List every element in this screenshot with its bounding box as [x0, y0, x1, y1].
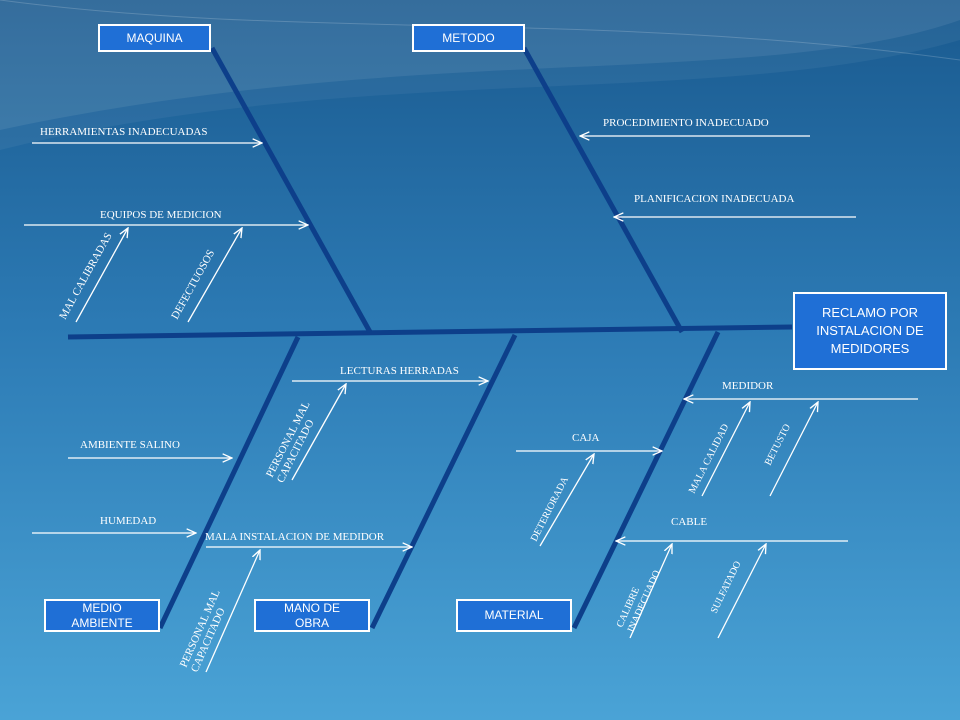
cause-herramientas: HERRAMIENTAS INADECUADAS	[40, 126, 207, 138]
category-material-label: MATERIAL	[484, 608, 544, 622]
bone-maquina	[209, 46, 373, 334]
cause-cable: CABLE	[671, 516, 707, 528]
cause-medidor: MEDIDOR	[722, 380, 774, 392]
bone-medio-ambiente	[157, 335, 301, 630]
cause-personal-1: PERSONAL MAL CAPACITADO	[264, 397, 324, 485]
cause-lecturas: LECTURAS HERRADAS	[340, 365, 459, 377]
arrow-deteriorada	[539, 454, 594, 547]
category-metodo-label: METODO	[442, 30, 495, 45]
effect-label: RECLAMO POR INSTALACION DE MEDIDORES	[816, 305, 924, 356]
arrow-personal-2	[205, 550, 260, 673]
bone-metodo	[521, 46, 685, 334]
spine	[67, 324, 793, 340]
arrow-defectuosos	[187, 228, 242, 323]
cause-deteriorada: DETERIORADA	[529, 474, 571, 543]
arrow-sulfatado	[717, 544, 766, 639]
arrow-betusto	[769, 402, 818, 497]
cause-humedad: HUMEDAD	[100, 515, 156, 527]
arrow-mala-calidad	[701, 402, 750, 497]
effect-box: RECLAMO POR INSTALACION DE MEDIDORES	[793, 292, 947, 370]
cause-procedimiento: PROCEDIMIENTO INADECUADO	[603, 117, 769, 129]
arrow-mal-calibradas	[75, 228, 128, 323]
cause-equipos: EQUIPOS DE MEDICION	[100, 209, 222, 221]
cause-mala-calidad: MALA CALIDAD	[687, 422, 731, 495]
category-metodo: METODO	[412, 24, 525, 52]
arrow-calibre	[629, 544, 672, 639]
cause-ambiente-salino: AMBIENTE SALINO	[80, 439, 180, 451]
cause-caja: CAJA	[572, 432, 600, 444]
cause-mala-instalacion: MALA INSTALACION DE MEDIDOR	[205, 531, 385, 543]
category-mano-de-obra: MANO DE OBRA	[254, 599, 370, 632]
category-medio-ambiente: MEDIO AMBIENTE	[44, 599, 160, 632]
category-medio-ambiente-label: MEDIO AMBIENTE	[71, 600, 133, 630]
cause-calibre: CALIBRE INADECUADO	[615, 564, 663, 634]
category-mano-de-obra-label: MANO DE OBRA	[283, 600, 340, 630]
category-maquina-label: MAQUINA	[126, 30, 183, 45]
bone-material	[571, 330, 721, 630]
cause-planificacion: PLANIFICACION INADECUADA	[634, 193, 794, 205]
category-maquina: MAQUINA	[98, 24, 211, 52]
cause-mal-calibradas: MAL CALIBRADAS	[57, 231, 115, 322]
arrow-personal-1	[291, 384, 346, 481]
cause-personal-2: PERSONAL MAL CAPACITADO	[178, 586, 235, 674]
cause-sulfatado: SULFATADO	[709, 559, 744, 615]
category-material: MATERIAL	[456, 599, 572, 632]
bone-mano-de-obra	[369, 333, 518, 630]
